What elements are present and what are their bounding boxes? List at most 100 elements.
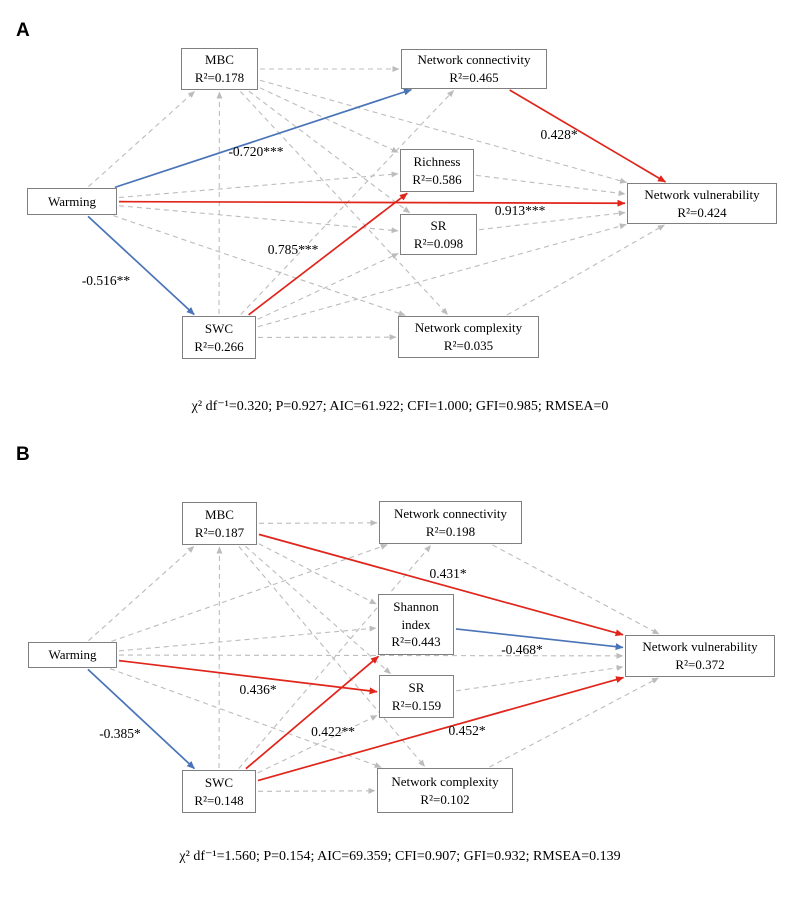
edge-label-a-warming-to-conn: -0.720*** [228, 144, 283, 159]
node-b-swc-line-0: SWC [204, 774, 234, 790]
edge-label-b-mbc-to-vuln: 0.431* [429, 566, 466, 581]
node-b-swc: SWC R²=0.148 [182, 770, 256, 813]
node-b-complexity-line-0: Network complexity [391, 773, 499, 789]
edge-b-mbc-to-vuln [258, 533, 624, 637]
edge-a-swc-to-vuln [257, 223, 627, 328]
node-b-sr: SR R²=0.159 [379, 675, 454, 718]
edge-a-mbc-to-vuln [259, 79, 628, 184]
edge-b-mbc-to-shannon [258, 543, 377, 605]
node-a-sr: SR R²=0.098 [400, 214, 477, 255]
node-a-conn-line-0: Network connectivity [417, 52, 531, 68]
node-a-mbc-line-0: MBC [205, 52, 234, 68]
panel-b-label: B [16, 444, 30, 465]
edge-b-conn-to-vuln [492, 544, 660, 635]
edge-a-swc-to-sr [257, 252, 399, 320]
edge-a-warming-to-swc [87, 215, 195, 316]
edge-a-warming-to-mbc [88, 90, 196, 188]
panel-b-fit-statistics: χ² df⁻¹=1.560; P=0.154; AIC=69.359; CFI=… [179, 849, 621, 864]
node-b-complexity-line-1: R²=0.102 [420, 791, 470, 807]
edge-b-sr-to-vuln [455, 664, 624, 692]
node-b-sr-line-1: R²=0.159 [391, 697, 442, 713]
panel-a-label: A [16, 20, 30, 41]
node-a-sr-line-1: R²=0.098 [413, 235, 464, 251]
edge-a-warming-to-richness [118, 171, 399, 199]
edge-a-mbc-to-sr [248, 90, 411, 214]
edge-b-complexity-to-vuln [489, 677, 659, 768]
edge-b-mbc-to-complexity [238, 546, 426, 767]
node-a-warming: Warming [27, 188, 117, 215]
edge-label-b-warming-to-sr: 0.436* [239, 682, 276, 697]
edge-label-b-swc-to-vuln: 0.452* [448, 723, 485, 738]
edge-b-swc-to-shannon [245, 655, 380, 770]
node-a-swc: SWC R²=0.266 [182, 316, 256, 359]
node-b-warming-line-0: Warming [48, 647, 97, 663]
node-a-sr-line-0: SR [430, 217, 447, 233]
node-b-sr-line-0: SR [408, 679, 425, 695]
edge-b-warming-to-complexity [109, 668, 382, 768]
node-b-shannon-line-1: index [401, 616, 431, 632]
node-a-swc-line-1: R²=0.266 [194, 338, 244, 354]
edge-a-swc-to-richness [248, 192, 408, 316]
edge-a-warming-to-sr [118, 205, 399, 234]
node-b-warming: Warming [28, 642, 117, 668]
node-a-mbc: MBC R²=0.178 [181, 48, 258, 90]
node-a-vuln-line-1: R²=0.424 [677, 204, 727, 220]
edge-label-b-warming-to-swc: -0.385* [99, 726, 141, 741]
edge-label-a-warming-to-vuln: 0.913*** [495, 203, 546, 218]
node-b-vuln-line-0: Network vulnerability [642, 639, 758, 655]
edge-b-shannon-to-vuln [455, 628, 624, 651]
node-a-swc-line-0: SWC [204, 320, 234, 336]
edge-a-mbc-to-richness [259, 87, 399, 153]
edge-a-mbc-to-complexity [239, 91, 449, 315]
node-b-conn-line-1: R²=0.198 [425, 523, 476, 539]
edge-b-warming-to-sr [118, 659, 378, 695]
node-b-mbc: MBC R²=0.187 [182, 502, 257, 545]
edge-a-conn-to-vuln [509, 89, 666, 183]
edge-a-sr-to-vuln [478, 210, 626, 231]
edge-b-swc-to-sr [257, 714, 378, 774]
node-b-shannon-line-2: R²=0.443 [391, 634, 441, 650]
edge-b-warming-to-swc [87, 668, 196, 770]
node-a-warming-line-0: Warming [47, 193, 97, 209]
node-a-richness-line-1: R²=0.586 [412, 171, 462, 187]
node-b-mbc-line-1: R²=0.187 [194, 524, 245, 540]
edge-b-warming-to-mbc [88, 545, 195, 642]
node-a-mbc-line-1: R²=0.178 [194, 70, 245, 85]
panel-a-fit-statistics: χ² df⁻¹=0.320; P=0.927; AIC=61.922; CFI=… [191, 399, 609, 414]
node-a-complexity-line-1: R²=0.035 [443, 338, 494, 353]
edge-a-warming-to-vuln [118, 199, 626, 207]
edge-label-b-swc-to-shannon: 0.422** [311, 724, 355, 739]
node-b-shannon-line-0: Shannon [393, 598, 439, 614]
edge-a-warming-to-conn [114, 88, 412, 189]
edge-b-swc-to-complexity [257, 787, 376, 794]
edge-label-a-conn-to-vuln: 0.428* [540, 127, 577, 142]
edge-label-a-warming-to-swc: -0.516** [82, 273, 131, 288]
node-b-mbc-line-0: MBC [205, 506, 234, 522]
edge-a-richness-to-vuln [475, 174, 626, 197]
edge-b-swc-to-vuln [257, 676, 625, 782]
edge-a-complexity-to-vuln [506, 224, 665, 316]
edge-b-mbc-to-conn [258, 519, 378, 526]
node-b-swc-line-1: R²=0.148 [194, 792, 244, 808]
edge-label-b-shannon-to-vuln: -0.468* [501, 642, 543, 657]
node-a-complexity-line-0: Network complexity [414, 320, 523, 336]
node-b-vuln-line-1: R²=0.372 [675, 657, 725, 672]
edge-b-warming-to-vuln [118, 652, 624, 659]
edge-b-warming-to-shannon [118, 625, 377, 652]
edge-b-swc-to-conn [238, 545, 432, 769]
edge-a-warming-to-complexity [113, 215, 406, 317]
node-a-richness-line-0: Richness [413, 153, 461, 169]
node-b-conn-line-0: Network connectivity [394, 505, 507, 521]
node-a-vuln-line-0: Network vulnerability [644, 186, 760, 202]
